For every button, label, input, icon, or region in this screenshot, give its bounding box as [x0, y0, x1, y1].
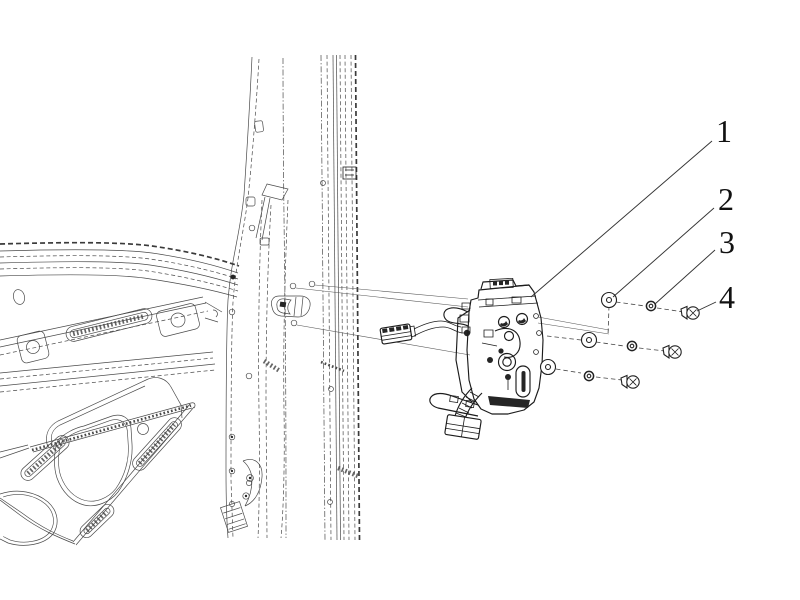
callout-label-4: 4: [719, 279, 735, 315]
inner-panel-lines: [0, 351, 216, 445]
callout-4: 4: [696, 279, 735, 315]
callout-label-2: 2: [718, 181, 734, 217]
projection-lines: [295, 284, 610, 356]
callout-label-3: 3: [719, 224, 735, 260]
door-bracket: [0, 402, 196, 546]
callout-2: 2: [612, 181, 734, 298]
fastener-set-3: [539, 358, 640, 390]
door-rear-pillar: [220, 56, 289, 539]
door-latch-assembly: [379, 277, 544, 440]
door-belt-lines: [0, 241, 240, 305]
screw-icon: [662, 344, 682, 360]
screw-icon: [680, 305, 700, 321]
corrugated-cable: [444, 387, 483, 440]
fastener-set-2: [580, 331, 682, 360]
fastener-set-1: [600, 291, 700, 321]
door-frame-drawing: [0, 54, 361, 546]
door-inner-flange: [257, 199, 289, 539]
window-rail: [0, 296, 223, 364]
screw-icon: [620, 374, 640, 390]
wiring-connector: [379, 323, 417, 345]
callout-1: 1: [530, 113, 732, 298]
callout-3: 3: [654, 224, 735, 305]
striker-bracket: [271, 280, 316, 327]
fastener-axes: [546, 301, 685, 381]
callout-label-1: 1: [716, 113, 732, 149]
b-pillar-sash: [320, 54, 361, 541]
